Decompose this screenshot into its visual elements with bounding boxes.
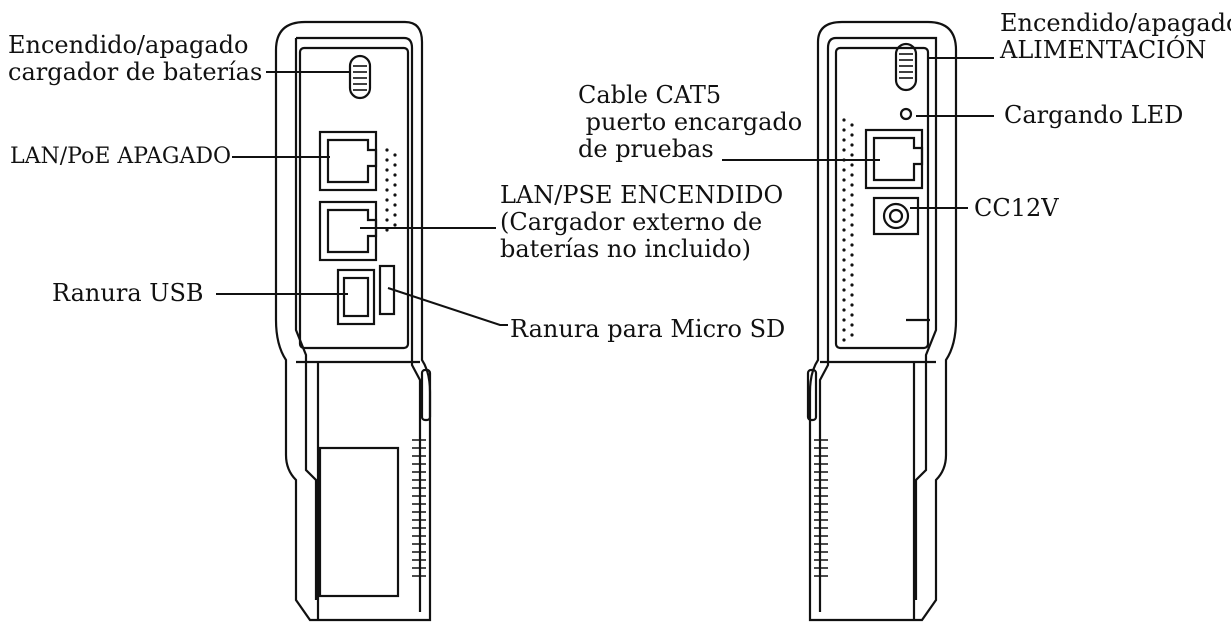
label-usb-slot: Ranura USB <box>52 279 204 307</box>
label-lan-pse-on: LAN/PSE ENCENDIDO (Cargador externo de b… <box>500 181 784 263</box>
right-device-body <box>808 20 958 622</box>
left-lan-poe-port <box>318 130 378 192</box>
right-power-switch <box>894 42 918 92</box>
left-device-inner-body <box>294 36 422 612</box>
right-device-port-panel <box>834 46 930 350</box>
left-device-label-panel <box>318 446 400 598</box>
label-power-switch: Encendido/apagado ALIMENTACIÓN <box>1000 9 1231 64</box>
right-device-inner-body <box>818 36 938 612</box>
left-charger-switch-ridges <box>353 65 367 91</box>
label-lan-poe-off: LAN/PoE APAGADO <box>10 144 232 169</box>
label-dc12v: CC12V <box>974 194 1059 222</box>
left-lan-pse-port <box>318 200 378 262</box>
left-side-button <box>420 368 432 422</box>
right-side-button <box>806 368 818 422</box>
left-usb-slot <box>336 268 376 326</box>
left-device <box>216 20 508 622</box>
right-leader-lines <box>722 57 994 209</box>
right-power-switch-ridges <box>899 53 913 79</box>
left-vent-dots <box>385 148 397 232</box>
right-side-grip-ridges <box>814 439 828 577</box>
left-device-body <box>274 20 432 622</box>
label-cat5-port: Cable CAT5 puerto encargado de pruebas <box>578 81 803 163</box>
left-device-port-panel <box>298 46 410 350</box>
right-charging-led <box>899 107 913 121</box>
left-side-grip-ridges <box>412 439 426 577</box>
left-charger-switch <box>348 54 372 100</box>
right-device <box>722 20 994 622</box>
label-micro-sd-slot: Ranura para Micro SD <box>510 315 786 343</box>
right-dc12v-jack <box>872 196 920 236</box>
right-vent-dots <box>842 118 854 342</box>
label-charging-led: Cargando LED <box>1004 101 1184 129</box>
left-leader-lines <box>216 71 508 326</box>
label-charger-switch: Encendido/apagado cargador de baterías <box>8 31 263 86</box>
